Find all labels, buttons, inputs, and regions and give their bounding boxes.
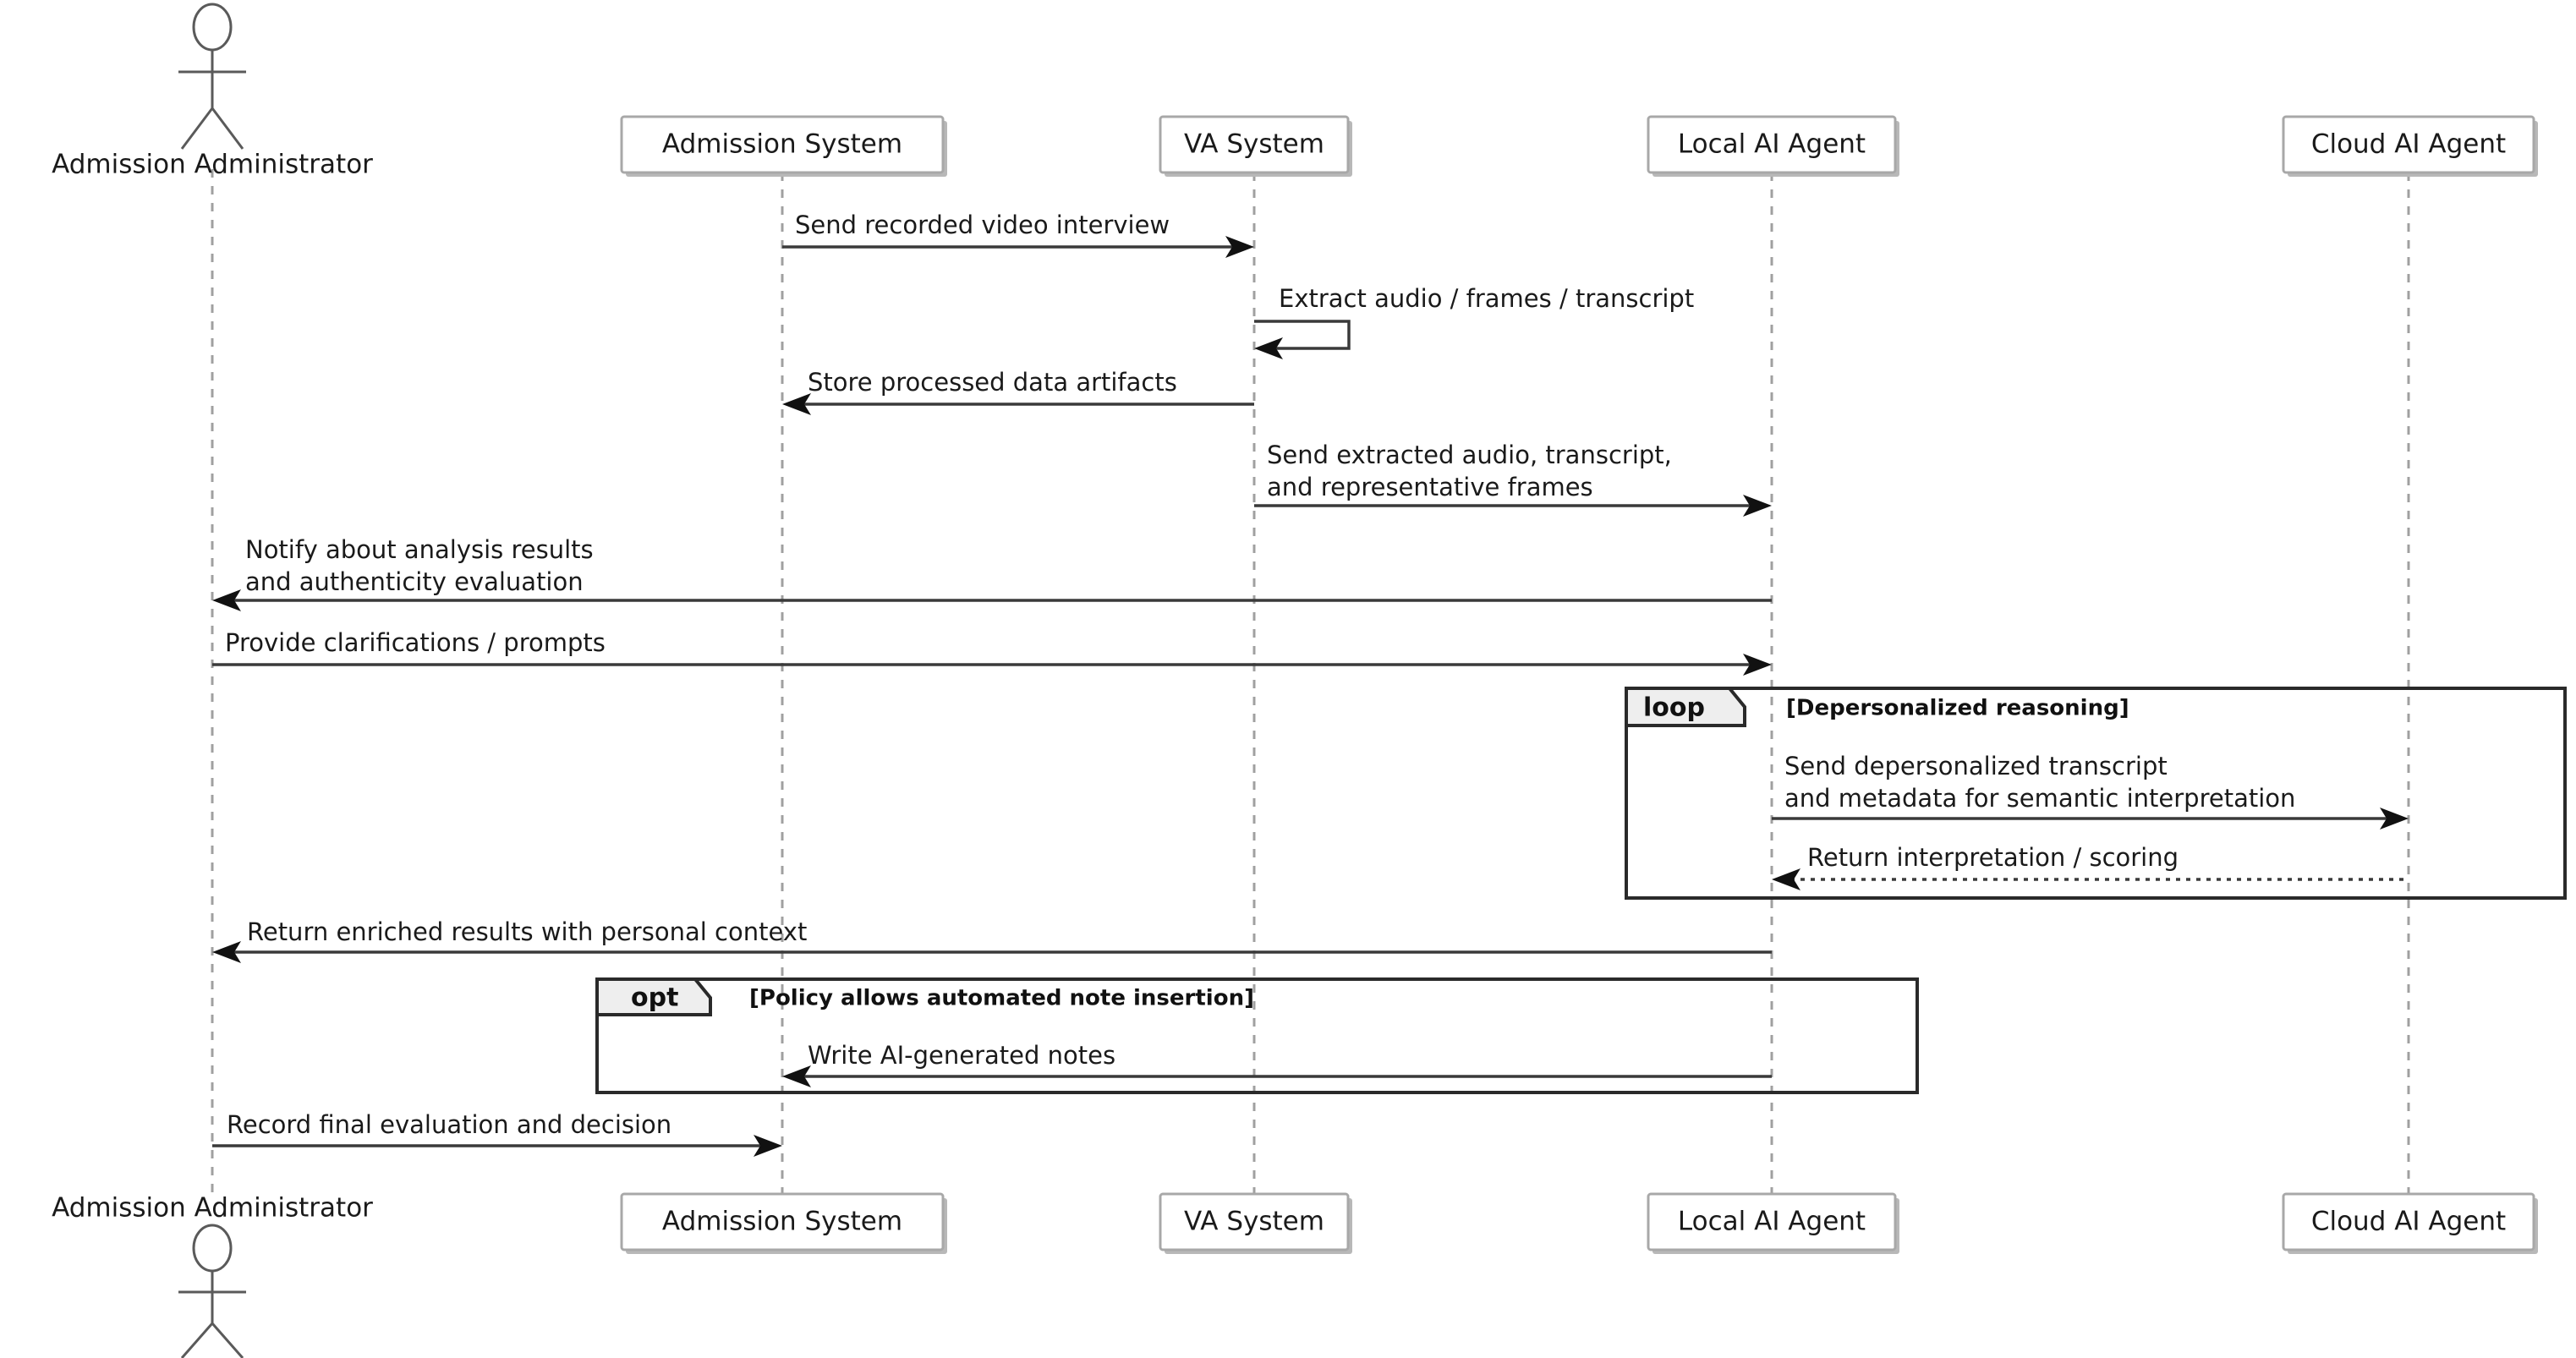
actor-label-top: Admission Administrator (52, 150, 373, 180)
box-frame (620, 1192, 945, 1251)
participant-label-local-ai-agent-top: Local AI Agent (1678, 129, 1866, 160)
fragment-guard-label: [Policy allows automated note insertion] (749, 986, 1254, 1011)
message-label: Send recorded video interview (795, 211, 1170, 239)
box-frame (1647, 1192, 1897, 1251)
fragment-operator-label: loop (1643, 693, 1705, 723)
message-record-final-evaluation-and-decision[interactable]: Record final evaluation and decision (212, 1110, 782, 1157)
fragment-operator-label: opt (631, 983, 678, 1013)
participant-box-cloud-ai-agent-bottom[interactable]: Cloud AI Agent (2282, 1192, 2538, 1254)
arrowhead-icon (212, 941, 241, 963)
actor-head-icon (192, 3, 233, 52)
participant-label-cloud-ai-agent-top: Cloud AI Agent (2311, 129, 2506, 160)
fragment-opt-policy-allows-automated-note-insertion[interactable]: opt [Policy allows automated note insert… (595, 977, 1919, 1094)
box-frame (1159, 115, 1350, 174)
participant-box-va-system-top[interactable]: VA System (1159, 115, 1352, 177)
message-label-line2: and metadata for semantic interpretation (1784, 784, 2295, 813)
arrowhead-icon (1254, 337, 1283, 359)
message-label-line1: Send depersonalized transcript (1784, 752, 2168, 780)
message-send-depersonalized-transcript-and-metadata[interactable]: Send depersonalized transcript and metad… (1772, 752, 2409, 830)
actor-label-bottom: Admission Administrator (52, 1193, 373, 1224)
actor-right-leg (211, 107, 244, 150)
box-frame (1647, 115, 1897, 174)
message-return-enriched-results-with-personal-context[interactable]: Return enriched results with personal co… (212, 917, 1772, 963)
actor-head-icon (192, 1224, 233, 1273)
message-label-line1: Send extracted audio, transcript, (1267, 441, 1672, 469)
fragment-operator-tab (1625, 687, 1746, 727)
arrowhead-icon (2380, 808, 2409, 830)
participant-box-local-ai-agent-bottom[interactable]: Local AI Agent (1647, 1192, 1899, 1254)
participant-label-admission-system-top: Admission System (662, 129, 902, 160)
lifelines-group (211, 169, 2410, 1194)
self-message-path (1254, 320, 1351, 350)
participant-box-cloud-ai-agent-top[interactable]: Cloud AI Agent (2282, 115, 2538, 177)
message-send-recorded-video-interview[interactable]: Send recorded video interview (782, 211, 1254, 258)
arrowhead-icon (212, 589, 241, 611)
arrowhead-icon (1743, 654, 1772, 676)
message-label: Store processed data artifacts (808, 368, 1177, 397)
arrowhead-icon (1772, 868, 1800, 890)
actor-admission-administrator-top[interactable]: Admission Administrator (52, 3, 373, 180)
fragment-frame (1625, 687, 2567, 900)
message-label: Return interpretation / scoring (1807, 843, 2179, 872)
message-send-extracted-audio-transcript-and-representative-frames[interactable]: Send extracted audio, transcript, and re… (1254, 441, 1772, 517)
message-return-interpretation-scoring[interactable]: Return interpretation / scoring (1772, 843, 2409, 890)
message-label-line2: and authenticity evaluation (245, 567, 584, 596)
message-label: Record final evaluation and decision (227, 1110, 671, 1139)
fragment-frame (595, 977, 1919, 1094)
arrowhead-icon (754, 1135, 782, 1157)
actor-right-leg (211, 1322, 244, 1358)
fragment-loop-depersonalized-reasoning[interactable]: loop [Depersonalized reasoning] (1625, 687, 2567, 900)
message-label-line1: Notify about analysis results (245, 535, 594, 564)
fragment-guard-label: [Depersonalized reasoning] (1786, 696, 2129, 721)
message-extract-audio-frames-transcript[interactable]: Extract audio / frames / transcript (1254, 284, 1694, 359)
fragment-operator-tab (595, 977, 712, 1016)
arrowhead-icon (782, 1065, 811, 1087)
arrowhead-icon (782, 393, 811, 415)
message-label: Provide clarifications / prompts (225, 628, 606, 657)
participant-label-cloud-ai-agent-bottom: Cloud AI Agent (2311, 1207, 2506, 1237)
participant-label-va-system-top: VA System (1184, 129, 1324, 160)
participant-label-va-system-bottom: VA System (1184, 1207, 1324, 1237)
box-frame (1159, 1192, 1350, 1251)
message-provide-clarifications-prompts[interactable]: Provide clarifications / prompts (212, 628, 1772, 676)
arrowhead-icon (1225, 236, 1254, 258)
message-notify-about-analysis-results-and-authenticity-evaluation[interactable]: Notify about analysis results and authen… (212, 535, 1772, 611)
participant-box-local-ai-agent-top[interactable]: Local AI Agent (1647, 115, 1899, 177)
message-store-processed-data-artifacts[interactable]: Store processed data artifacts (782, 368, 1254, 415)
participant-box-admission-system-bottom[interactable]: Admission System (620, 1192, 947, 1254)
message-label-line2: and representative frames (1267, 473, 1593, 501)
actor-left-leg (180, 107, 214, 150)
participant-label-admission-system-bottom: Admission System (662, 1207, 902, 1237)
message-write-ai-generated-notes[interactable]: Write AI-generated notes (782, 1041, 1772, 1087)
message-label: Extract audio / frames / transcript (1279, 284, 1694, 313)
actor-left-leg (180, 1322, 214, 1358)
participant-box-admission-system-top[interactable]: Admission System (620, 115, 947, 177)
arrowhead-icon (1743, 495, 1772, 517)
message-label: Write AI-generated notes (808, 1041, 1115, 1070)
actor-admission-administrator-bottom[interactable]: Admission Administrator (52, 1193, 373, 1358)
box-frame (2282, 1192, 2535, 1251)
box-frame (2282, 115, 2535, 174)
box-frame (620, 115, 945, 174)
participant-box-va-system-bottom[interactable]: VA System (1159, 1192, 1352, 1254)
message-label: Return enriched results with personal co… (247, 917, 807, 946)
participant-label-local-ai-agent-bottom: Local AI Agent (1678, 1207, 1866, 1237)
